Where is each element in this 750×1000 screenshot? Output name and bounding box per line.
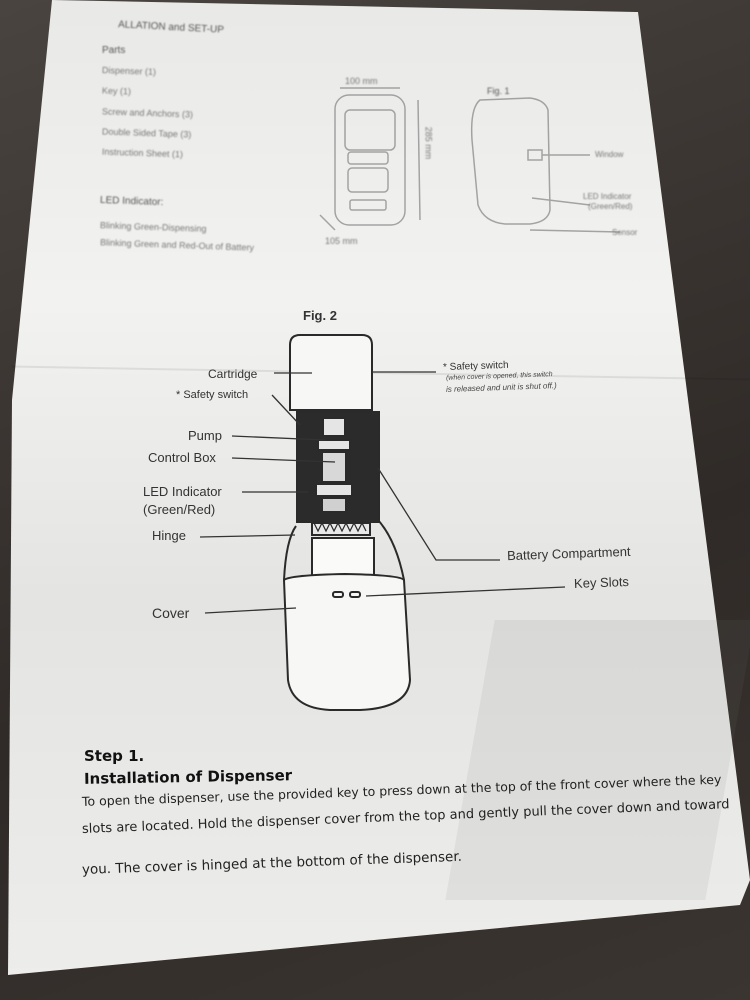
- led-indicator-label: LED Indicator: [143, 484, 222, 499]
- fig1-led-label-2: (Green/Red): [588, 202, 633, 211]
- safety-switch-label: * Safety switch: [176, 389, 249, 401]
- led-indicator-label-2: (Green/Red): [143, 502, 216, 517]
- step-number: Step 1.: [84, 747, 145, 765]
- safety-note-title: * Safety switch: [442, 359, 509, 374]
- fig1-title: Fig. 1: [487, 86, 510, 96]
- pump-label: Pump: [188, 428, 222, 443]
- fig1-window-label: Window: [595, 150, 624, 159]
- parts-heading: Parts: [102, 45, 126, 56]
- cover-label: Cover: [152, 605, 190, 621]
- fig1-dim-depth: 105 mm: [325, 236, 358, 246]
- fig1-sensor-label: Sensor: [612, 228, 638, 237]
- fig1-dim-width: 100 mm: [345, 76, 378, 86]
- step-heading: Installation of Dispenser: [83, 766, 293, 788]
- control-box-label: Control Box: [148, 450, 216, 465]
- key-slots-label: Key Slots: [573, 574, 630, 591]
- fig1-led-label: LED Indicator: [583, 192, 632, 201]
- fig2-title: Fig. 2: [303, 308, 337, 323]
- hinge-label: Hinge: [152, 528, 186, 543]
- cartridge-label: Cartridge: [208, 367, 258, 381]
